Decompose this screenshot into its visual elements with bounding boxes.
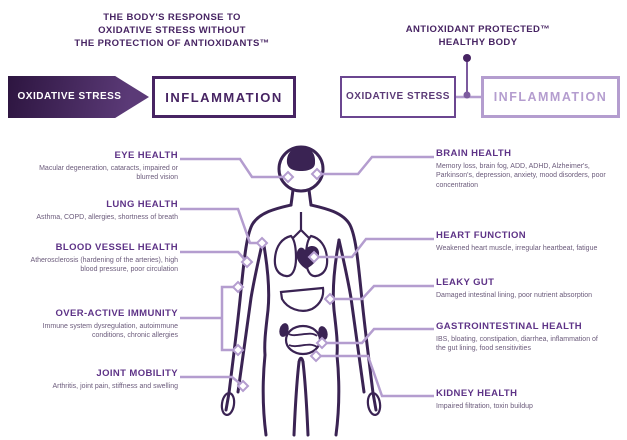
flow-left-inflammation-label: INFLAMMATION xyxy=(165,89,283,105)
flow-right-oxidative-stress-label: OXIDATIVE STRESS xyxy=(346,90,450,102)
callout-left-eye-health: EYE HEALTH Macular degeneration, catarac… xyxy=(28,150,178,183)
blocker-connector-icon xyxy=(456,54,481,99)
organs-group xyxy=(273,147,329,356)
callout-desc: Damaged intestinal lining, poor nutrient… xyxy=(436,291,593,299)
callout-title: JOINT MOBILITY xyxy=(96,368,178,379)
callout-left-lung-health: LUNG HEALTH Asthma, COPD, allergies, sho… xyxy=(28,199,178,222)
callout-desc: Weakened heart muscle, irregular heartbe… xyxy=(436,244,598,252)
callout-title: LEAKY GUT xyxy=(436,277,495,288)
callout-title: BLOOD VESSEL HEALTH xyxy=(55,242,178,253)
callout-title: HEART FUNCTION xyxy=(436,230,527,241)
liver-icon xyxy=(279,286,325,312)
left-headline-line2: OXIDATIVE STRESS WITHOUT xyxy=(98,24,246,36)
callout-right-leaky-gut: LEAKY GUT Damaged intestinal lining, poo… xyxy=(436,277,608,300)
callout-lines xyxy=(180,155,434,398)
callout-left-joint-mobility: JOINT MOBILITY Arthritis, joint pain, st… xyxy=(28,368,178,391)
left-headline: THE BODY'S RESPONSE TO OXIDATIVE STRESS … xyxy=(52,12,292,50)
flow-right-inflammation-label: INFLAMMATION xyxy=(493,90,608,104)
callout-right-gastrointestinal-health: GASTROINTESTINAL HEALTH IBS, bloating, c… xyxy=(436,321,608,354)
callout-desc: Macular degeneration, cataracts, impaire… xyxy=(39,164,178,182)
connector-diamond-icons xyxy=(231,167,337,393)
callout-left-over-active-immunity: OVER-ACTIVE IMMUNITY Immune system dysre… xyxy=(28,308,178,341)
intestines-icon xyxy=(284,324,322,356)
callout-desc: IBS, bloating, constipation, diarrhea, i… xyxy=(436,335,598,353)
callout-title: LUNG HEALTH xyxy=(106,199,178,210)
kidneys-icon xyxy=(279,323,328,340)
callout-desc: Asthma, COPD, allergies, shortness of br… xyxy=(36,213,178,221)
right-headline: ANTIOXIDANT PROTECTED™ HEALTHY BODY xyxy=(398,24,558,50)
callout-title: GASTROINTESTINAL HEALTH xyxy=(436,321,583,332)
lungs-icon xyxy=(273,212,329,278)
callout-right-kidney-health: KIDNEY HEALTH Impaired filtration, toxin… xyxy=(436,388,608,411)
flow-left-inflammation-box: INFLAMMATION xyxy=(152,76,296,118)
right-headline-line2: HEALTHY BODY xyxy=(438,36,518,48)
callout-desc: Memory loss, brain fog, ADD, ADHD, Alzhe… xyxy=(436,162,606,189)
callout-title: EYE HEALTH xyxy=(114,150,178,161)
callout-title: OVER-ACTIVE IMMUNITY xyxy=(55,308,178,319)
callout-desc: Arthritis, joint pain, stiffness and swe… xyxy=(52,382,178,390)
left-headline-line1: THE BODY'S RESPONSE TO xyxy=(103,12,241,23)
callout-title: BRAIN HEALTH xyxy=(436,148,512,159)
right-headline-line1: ANTIOXIDANT PROTECTED™ xyxy=(405,24,551,35)
callout-right-brain-health: BRAIN HEALTH Memory loss, brain fog, ADD… xyxy=(436,148,608,190)
callout-right-heart-function: HEART FUNCTION Weakened heart muscle, ir… xyxy=(436,230,608,253)
brain-icon xyxy=(286,147,316,171)
left-headline-line3: THE PROTECTION OF ANTIOXIDANTS™ xyxy=(74,37,270,49)
flow-right-oxidative-stress-box: OXIDATIVE STRESS xyxy=(340,76,456,118)
callout-desc: Impaired filtration, toxin buildup xyxy=(436,402,533,410)
callout-desc: Atherosclerosis (hardening of the arteri… xyxy=(30,256,178,274)
flow-left-oxidative-stress-label: OXIDATIVE STRESS xyxy=(17,90,122,102)
flow-left-oxidative-stress-arrow: OXIDATIVE STRESS xyxy=(8,76,149,118)
callout-title: KIDNEY HEALTH xyxy=(436,388,518,399)
callout-desc: Immune system dysregulation, autoimmune … xyxy=(42,322,178,340)
callout-left-blood-vessel-health: BLOOD VESSEL HEALTH Atherosclerosis (har… xyxy=(28,242,178,275)
flow-right-inflammation-box: INFLAMMATION xyxy=(481,76,620,118)
